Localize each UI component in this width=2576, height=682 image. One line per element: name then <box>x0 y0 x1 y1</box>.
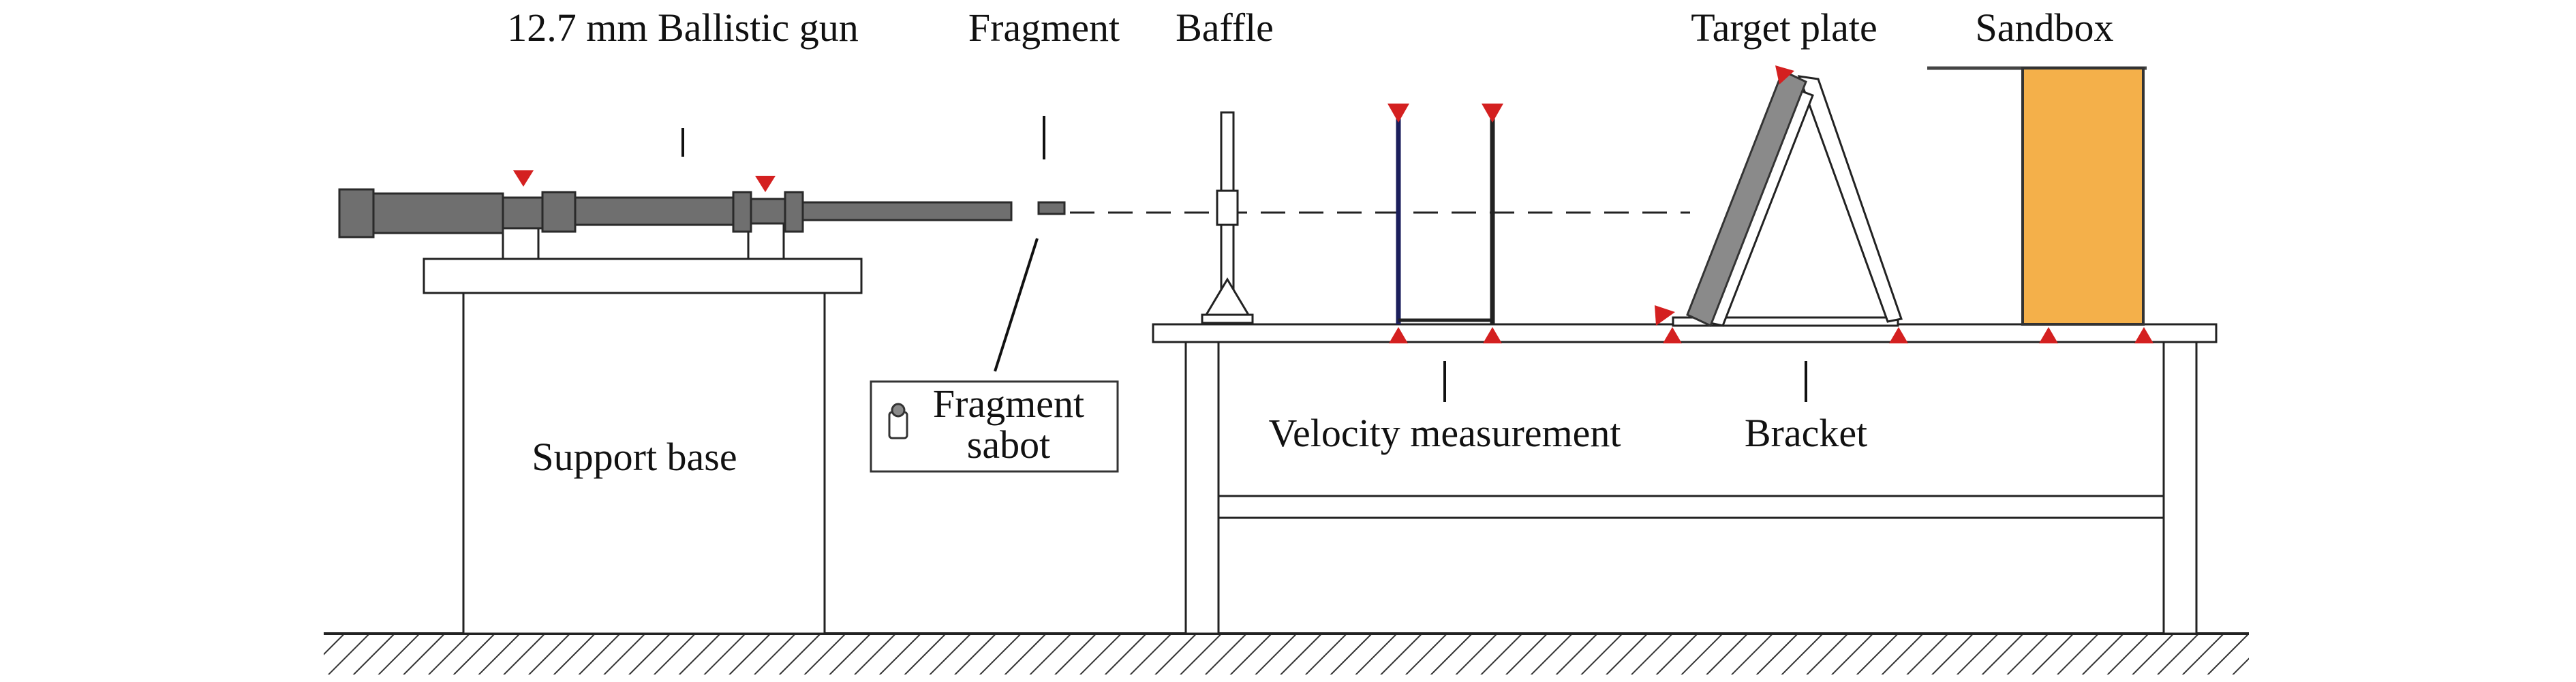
fragment-label: Fragment <box>968 5 1120 50</box>
fragment-icon <box>891 403 906 418</box>
sandbox <box>1927 66 2147 326</box>
ground <box>324 632 2249 675</box>
ballistic-gun <box>338 188 1066 260</box>
test-table <box>1152 323 2218 635</box>
fragment-sabot-label-line2: sabot <box>967 422 1050 467</box>
sandbox-label: Sandbox <box>1976 5 2114 50</box>
support-base-label: Support base <box>532 435 737 479</box>
fragment-sabot-callout: Fragment sabot <box>870 380 1119 473</box>
support-base <box>423 258 863 635</box>
velocity-measurement-label: Velocity measurement <box>1269 411 1621 455</box>
baffle <box>1201 111 1254 324</box>
baffle-label: Baffle <box>1176 5 1274 50</box>
gun-label: 12.7 mm Ballistic gun <box>507 5 859 50</box>
red-markers <box>513 65 2153 343</box>
fragment-sabot-label-line1: Fragment <box>933 382 1084 426</box>
velocity-measurement-screens <box>1396 109 1495 324</box>
bracket-label: Bracket <box>1745 411 1867 455</box>
sabot-leader-line <box>994 238 1039 372</box>
target-plate-label: Target plate <box>1691 5 1877 50</box>
target-plate <box>1686 69 1807 328</box>
